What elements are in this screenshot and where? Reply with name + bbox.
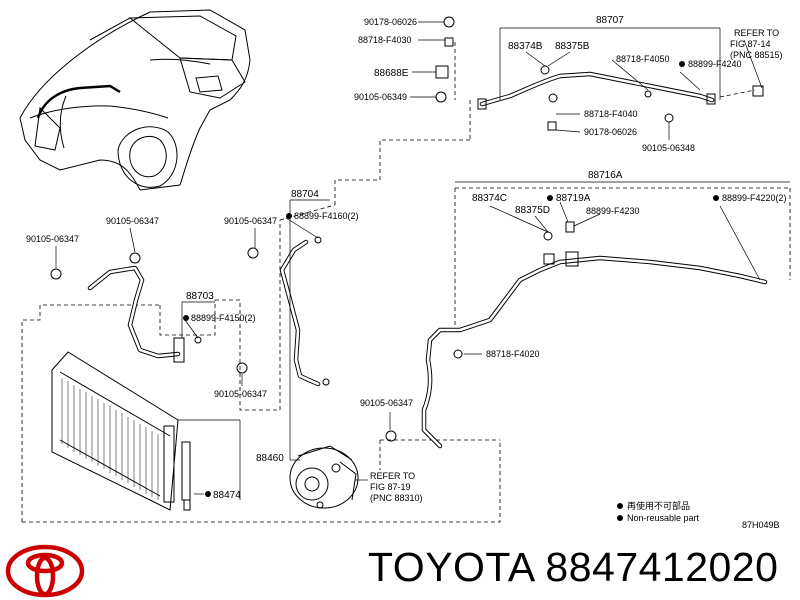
label-88707: 88707 (596, 15, 624, 26)
label-88718-F4020: 88718-F4020 (486, 349, 540, 359)
label-90105-06347-left: 90105-06347 (26, 234, 79, 244)
label-88718-F4040: 88718-F4040 (584, 109, 638, 119)
marker-dot (679, 61, 685, 67)
label-88460: 88460 (256, 453, 284, 464)
pipe-88707 (477, 65, 764, 131)
label-refer-1c: (PNC 88515) (730, 50, 783, 60)
label-88718-F4050: 88718-F4050 (616, 54, 670, 64)
label-90178-06026-b: 90178-06026 (584, 127, 637, 137)
car-illustration (19, 9, 251, 191)
legend-en: Non-reusable part (627, 513, 700, 523)
label-88374B: 88374B (508, 41, 543, 52)
label-refer-2a: REFER TO (370, 471, 415, 481)
dashed-frames (21, 42, 791, 523)
marker-dot (286, 213, 292, 219)
leader-lines (55, 21, 790, 500)
marker-dot (547, 195, 553, 201)
pipe-88704 (247, 236, 330, 387)
label-90105-06347-right: 90105-06347 (360, 398, 413, 408)
label-88719A: 88719A (556, 193, 591, 204)
marker-dot (617, 503, 623, 509)
label-88703: 88703 (186, 291, 214, 302)
part-labels: 90178-06026 88718-F4030 88688E 90105-063… (26, 15, 787, 530)
label-88899-F4160: 88899-F4160(2) (294, 211, 359, 221)
label-refer-2c: (PNC 88310) (370, 493, 423, 503)
label-88704: 88704 (291, 189, 319, 200)
label-88375D: 88375D (515, 205, 550, 216)
label-88899-F4240: 88899-F4240 (688, 59, 742, 69)
label-refer-1b: FIG 87-14 (730, 39, 771, 49)
pipe-88703 (50, 252, 248, 374)
marker-dot (617, 515, 623, 521)
label-90105-06347-topleft: 90105-06347 (106, 216, 159, 226)
marker-dot (713, 195, 719, 201)
label-90105-06348: 90105-06348 (642, 143, 695, 153)
label-88718-F4030: 88718-F4030 (358, 35, 412, 45)
label-refer-1a: REFER TO (734, 28, 779, 38)
label-refer-2b: FIG 87-19 (370, 482, 411, 492)
diagram-code: 87H049B (742, 520, 780, 530)
legend-cn: 再使用不可部品 (627, 500, 690, 511)
label-90105-06347-center: 90105-06347 (224, 216, 277, 226)
label-88716A: 88716A (588, 170, 623, 181)
pipe-88716A (385, 221, 768, 449)
label-88899-F4220: 88899-F4220(2) (722, 193, 787, 203)
compressor (289, 445, 359, 509)
non-reusable-markers (183, 61, 719, 521)
label-88688E: 88688E (374, 68, 409, 79)
marker-dot (183, 315, 189, 321)
brand-part-number: TOYOTA 8847412020 (368, 544, 779, 590)
small-parts-top (435, 16, 455, 103)
label-90105-06349: 90105-06349 (354, 92, 407, 102)
label-90178-06026-top: 90178-06026 (364, 17, 417, 27)
label-88899-F4230: 88899-F4230 (586, 206, 640, 216)
label-90105-06347-mid: 90105-06347 (214, 389, 267, 399)
label-88899-F4150: 88899-F4150(2) (191, 313, 256, 323)
label-88375B: 88375B (555, 41, 590, 52)
label-88374C: 88374C (472, 193, 507, 204)
condenser-88460 (51, 351, 191, 511)
marker-dot (205, 491, 211, 497)
label-88474: 88474 (213, 490, 241, 501)
toyota-logo-icon (5, 544, 85, 598)
